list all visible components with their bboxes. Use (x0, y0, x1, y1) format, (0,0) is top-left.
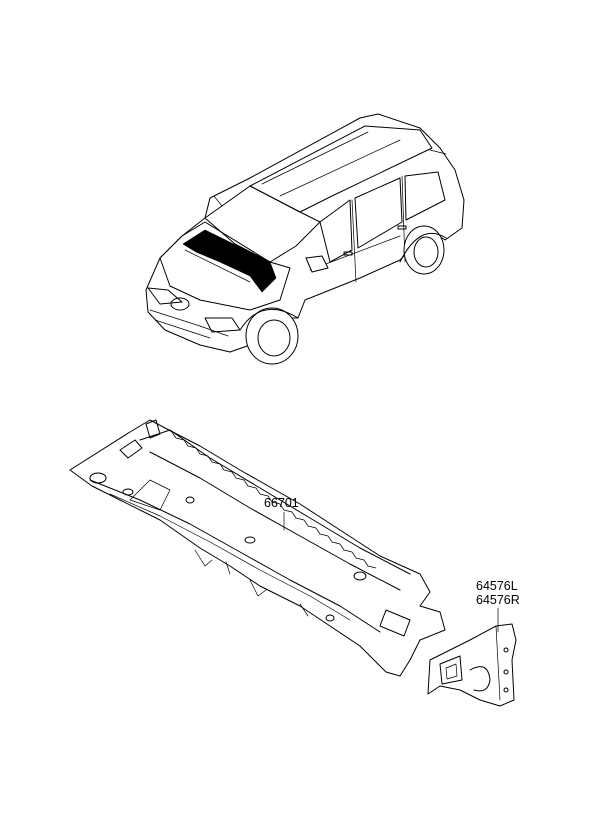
part-number-64576l: 64576L (476, 579, 518, 593)
side-mirror-icon (305, 255, 329, 273)
rear-wheel-icon (403, 225, 445, 275)
part-number-64576r: 64576R (476, 593, 520, 607)
grille-logo-icon (170, 297, 190, 311)
cowl-panel-assembly (69, 419, 446, 677)
part-number-66701: 66701 (264, 496, 299, 510)
callout-66701: 66701 (264, 496, 299, 531)
side-bracket-part (427, 623, 517, 707)
callout-64576: 64576L 64576R (476, 579, 520, 633)
door-handle-icon (343, 251, 353, 256)
vehicle-illustration (145, 113, 465, 365)
cowl-highlight-area (182, 229, 277, 293)
front-wheel-icon (245, 307, 299, 365)
